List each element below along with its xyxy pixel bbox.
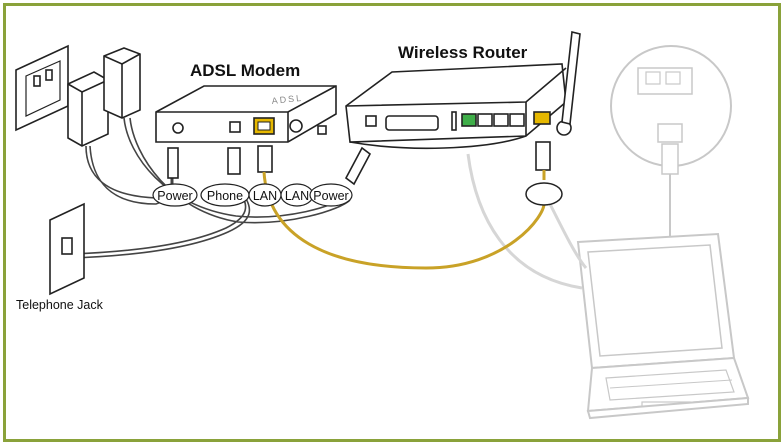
cable-clip <box>526 183 562 205</box>
diagram-frame: ADSL ADSL Modem Wireless Router <box>3 3 781 442</box>
label-power-2: Power <box>310 184 352 206</box>
power-adapter-2 <box>104 48 140 118</box>
telephone-wall-jack <box>50 204 84 294</box>
svg-text:LAN: LAN <box>285 189 309 203</box>
svg-text:Power: Power <box>313 189 348 203</box>
label-lan-2: LAN <box>281 184 313 206</box>
port-labels: Power Phone LAN LAN Power <box>153 184 352 206</box>
network-setup-diagram: ADSL ADSL Modem Wireless Router <box>6 6 778 439</box>
svg-text:Power: Power <box>157 189 192 203</box>
label-power-1: Power <box>153 184 197 206</box>
faded-cables <box>468 154 586 288</box>
router-title: Wireless Router <box>398 43 528 62</box>
modem-title: ADSL Modem <box>190 61 300 80</box>
svg-text:LAN: LAN <box>253 189 277 203</box>
laptop <box>578 234 748 418</box>
telephone-jack-label: Telephone Jack <box>16 298 104 312</box>
port-magnifier <box>611 46 731 236</box>
power-adapter-1 <box>68 72 108 146</box>
wall-outlet <box>16 46 68 130</box>
label-phone: Phone <box>201 184 249 206</box>
label-lan-1: LAN <box>249 184 281 206</box>
adsl-modem <box>156 86 336 178</box>
svg-text:Phone: Phone <box>207 189 243 203</box>
